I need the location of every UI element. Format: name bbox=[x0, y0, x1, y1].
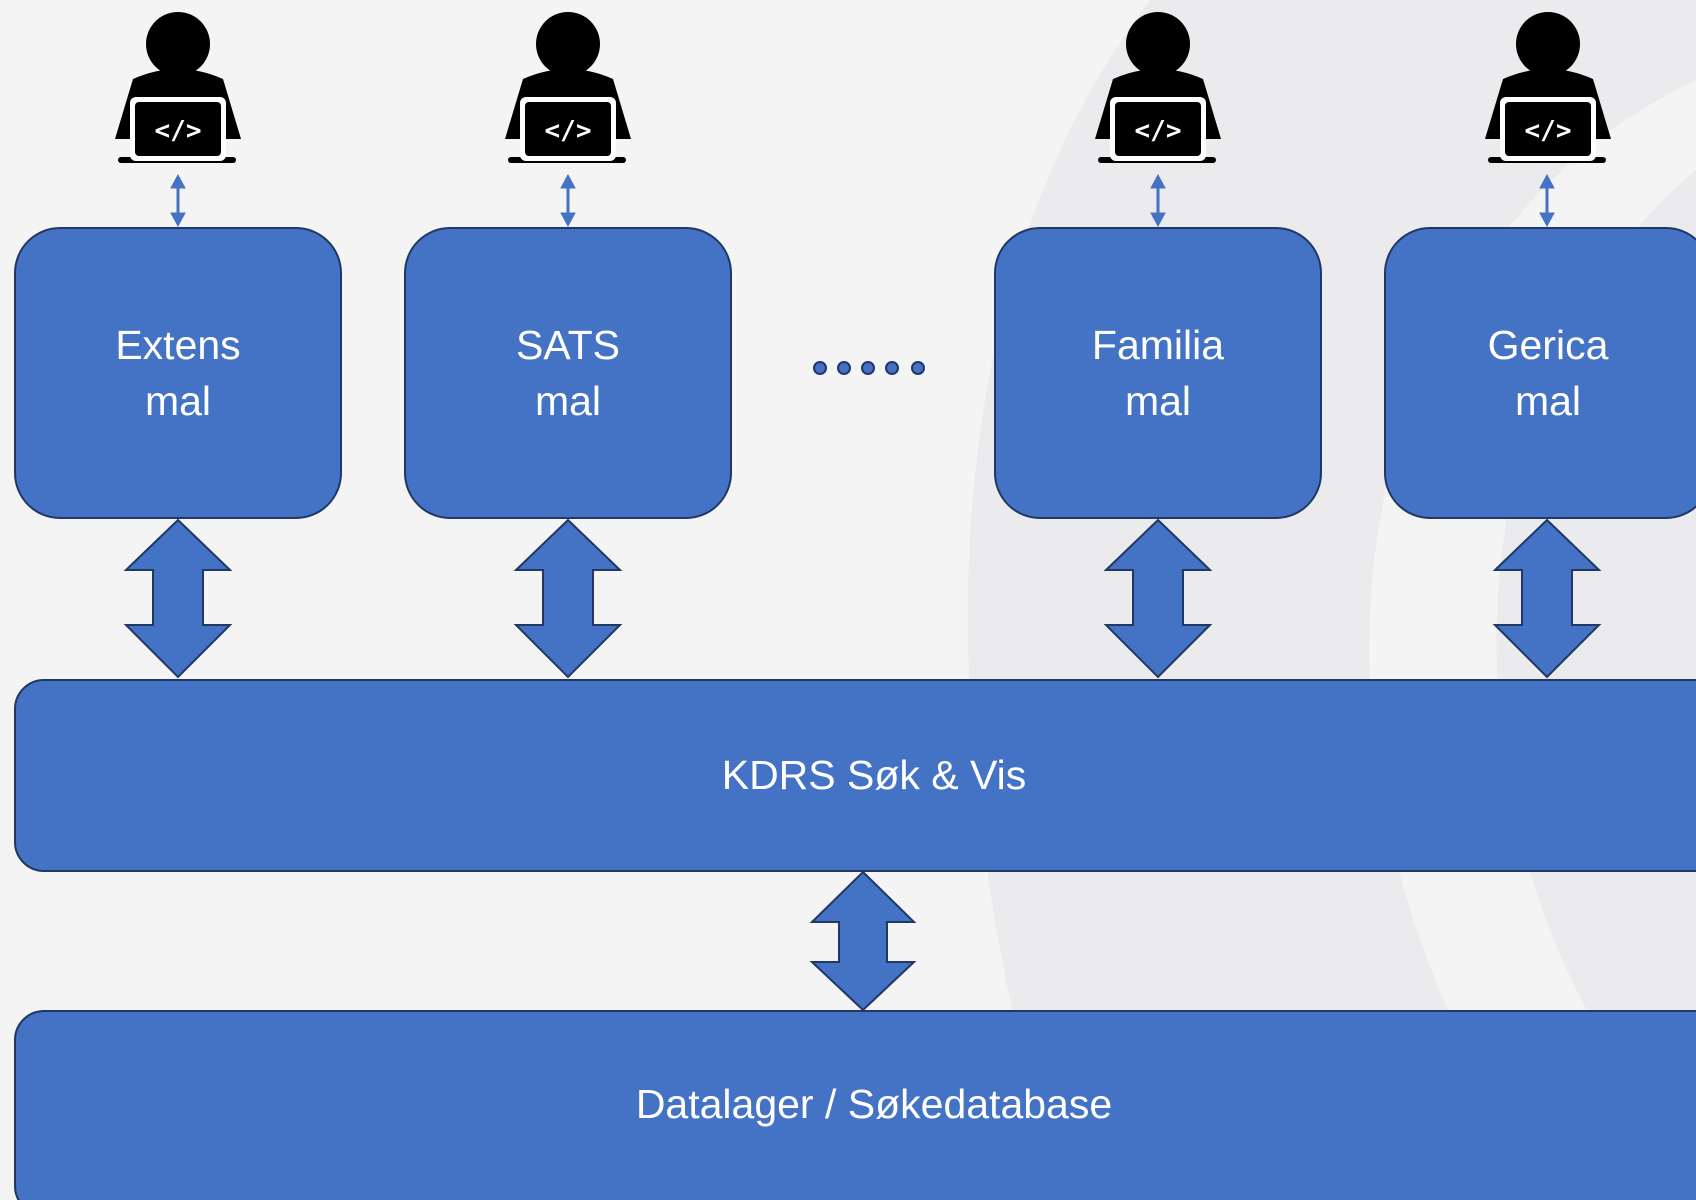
template-name: Gerica bbox=[1487, 322, 1609, 368]
datalager-layer: Datalager / Søkedatabase bbox=[14, 1010, 1696, 1200]
kdrs-sok-vis-layer: KDRS Søk & Vis bbox=[14, 679, 1696, 872]
template-suffix: mal bbox=[1124, 378, 1192, 424]
template-box-familia: Familia mal bbox=[994, 227, 1322, 519]
template-box-extens: Extens mal bbox=[14, 227, 342, 519]
template-box-sats: SATS mal bbox=[404, 227, 732, 519]
svg-text:</>: </> bbox=[155, 116, 202, 146]
template-name: SATS bbox=[515, 322, 621, 368]
layer-label: KDRS Søk & Vis bbox=[721, 752, 1027, 798]
developer-laptop-icon: </> bbox=[505, 12, 631, 163]
svg-text:</>: </> bbox=[1525, 116, 1572, 146]
template-suffix: mal bbox=[1514, 378, 1582, 424]
svg-text:</>: </> bbox=[1135, 116, 1182, 146]
layer-label: Datalager / Søkedatabase bbox=[635, 1080, 1113, 1127]
developer-laptop-icon: </> bbox=[1095, 12, 1221, 163]
svg-text:</>: </> bbox=[545, 116, 592, 146]
template-name: Extens bbox=[115, 322, 241, 368]
template-box-gerica: Gerica mal bbox=[1384, 227, 1696, 519]
developer-laptop-icon: </> bbox=[115, 12, 241, 163]
template-name: Familia bbox=[1091, 322, 1225, 368]
developer-laptop-icon: </> bbox=[1485, 12, 1611, 163]
template-suffix: mal bbox=[144, 378, 212, 424]
template-suffix: mal bbox=[534, 378, 602, 424]
